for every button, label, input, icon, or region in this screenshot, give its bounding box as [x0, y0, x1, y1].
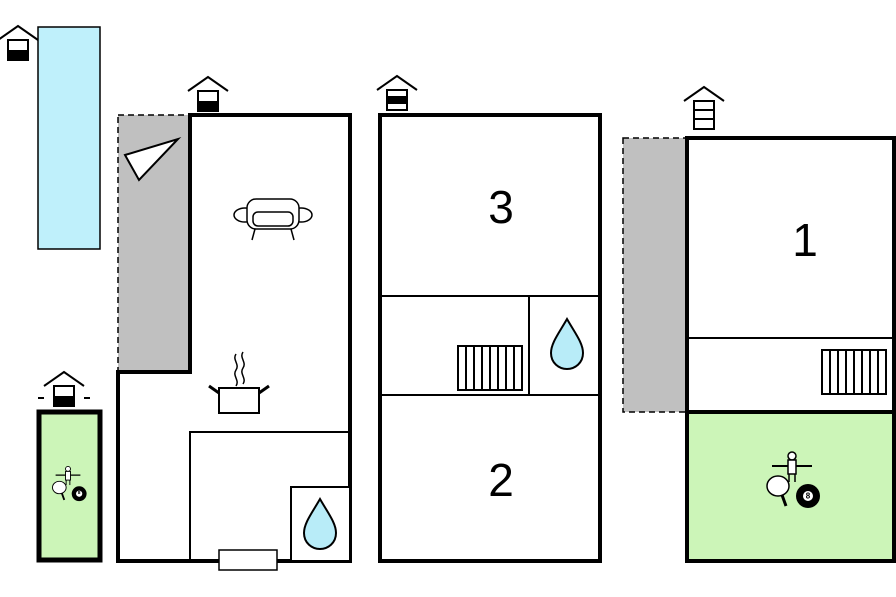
room-label-3: 3: [488, 181, 514, 233]
billiard-ball-label: 8: [78, 490, 81, 496]
house-level-icon: [38, 371, 90, 407]
sofa-icon: [233, 198, 313, 241]
first-floor: 3 2: [376, 75, 602, 563]
house-level-icon: [376, 75, 418, 111]
games-room-small: [36, 409, 103, 563]
pool-area: [0, 25, 101, 250]
games-icon: 8: [765, 450, 820, 508]
terrace: [117, 114, 191, 373]
games-icon: 8: [51, 465, 87, 502]
side-terrace: [622, 137, 688, 413]
entrance-step: [218, 549, 278, 571]
games-room-large: [685, 410, 896, 563]
outbuilding-games-room: 8: [36, 371, 103, 563]
terrace-arrow-icon: [123, 136, 182, 182]
second-floor: 1 8: [622, 86, 896, 563]
house-level-icon: [683, 86, 725, 130]
billiard-ball-label: 8: [806, 492, 811, 501]
room-label-1: 1: [792, 214, 818, 266]
house-level-icon: [187, 76, 229, 112]
radiator-icon: [457, 345, 523, 391]
cooking-pot-icon: [208, 351, 270, 414]
ground-floor: [116, 76, 352, 571]
radiator-icon: [821, 349, 887, 395]
swimming-pool: [37, 26, 101, 250]
room-label-2: 2: [488, 454, 514, 506]
house-level-icon: [0, 25, 39, 61]
